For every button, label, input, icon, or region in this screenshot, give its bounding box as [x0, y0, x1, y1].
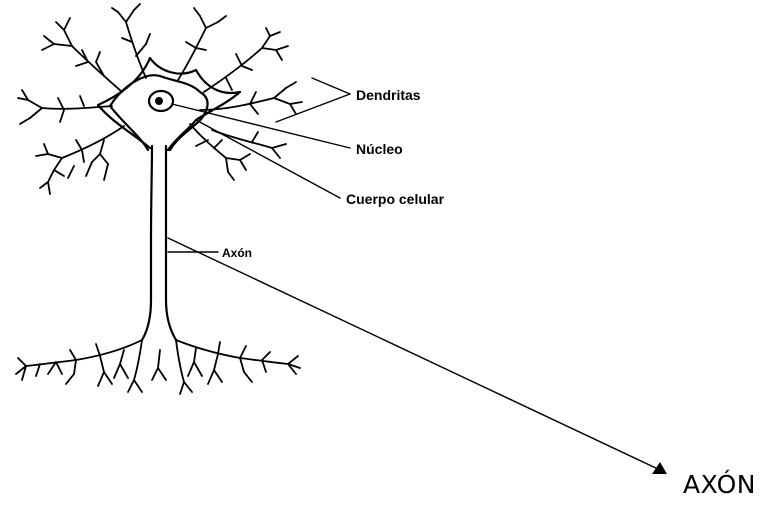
axon — [142, 146, 176, 340]
label-leaders — [168, 78, 350, 252]
label-nucleo: Núcleo — [356, 141, 403, 157]
cell-body-outline — [110, 75, 208, 150]
label-dendritas: Dendritas — [356, 87, 421, 103]
cell-body — [98, 58, 240, 150]
label-axon-small: Axón — [222, 246, 252, 260]
axon-callout-label: AXÓN — [683, 470, 756, 499]
nucleolus — [155, 97, 163, 105]
axon-terminals — [16, 340, 300, 394]
label-cuerpo-celular: Cuerpo celular — [346, 191, 445, 207]
